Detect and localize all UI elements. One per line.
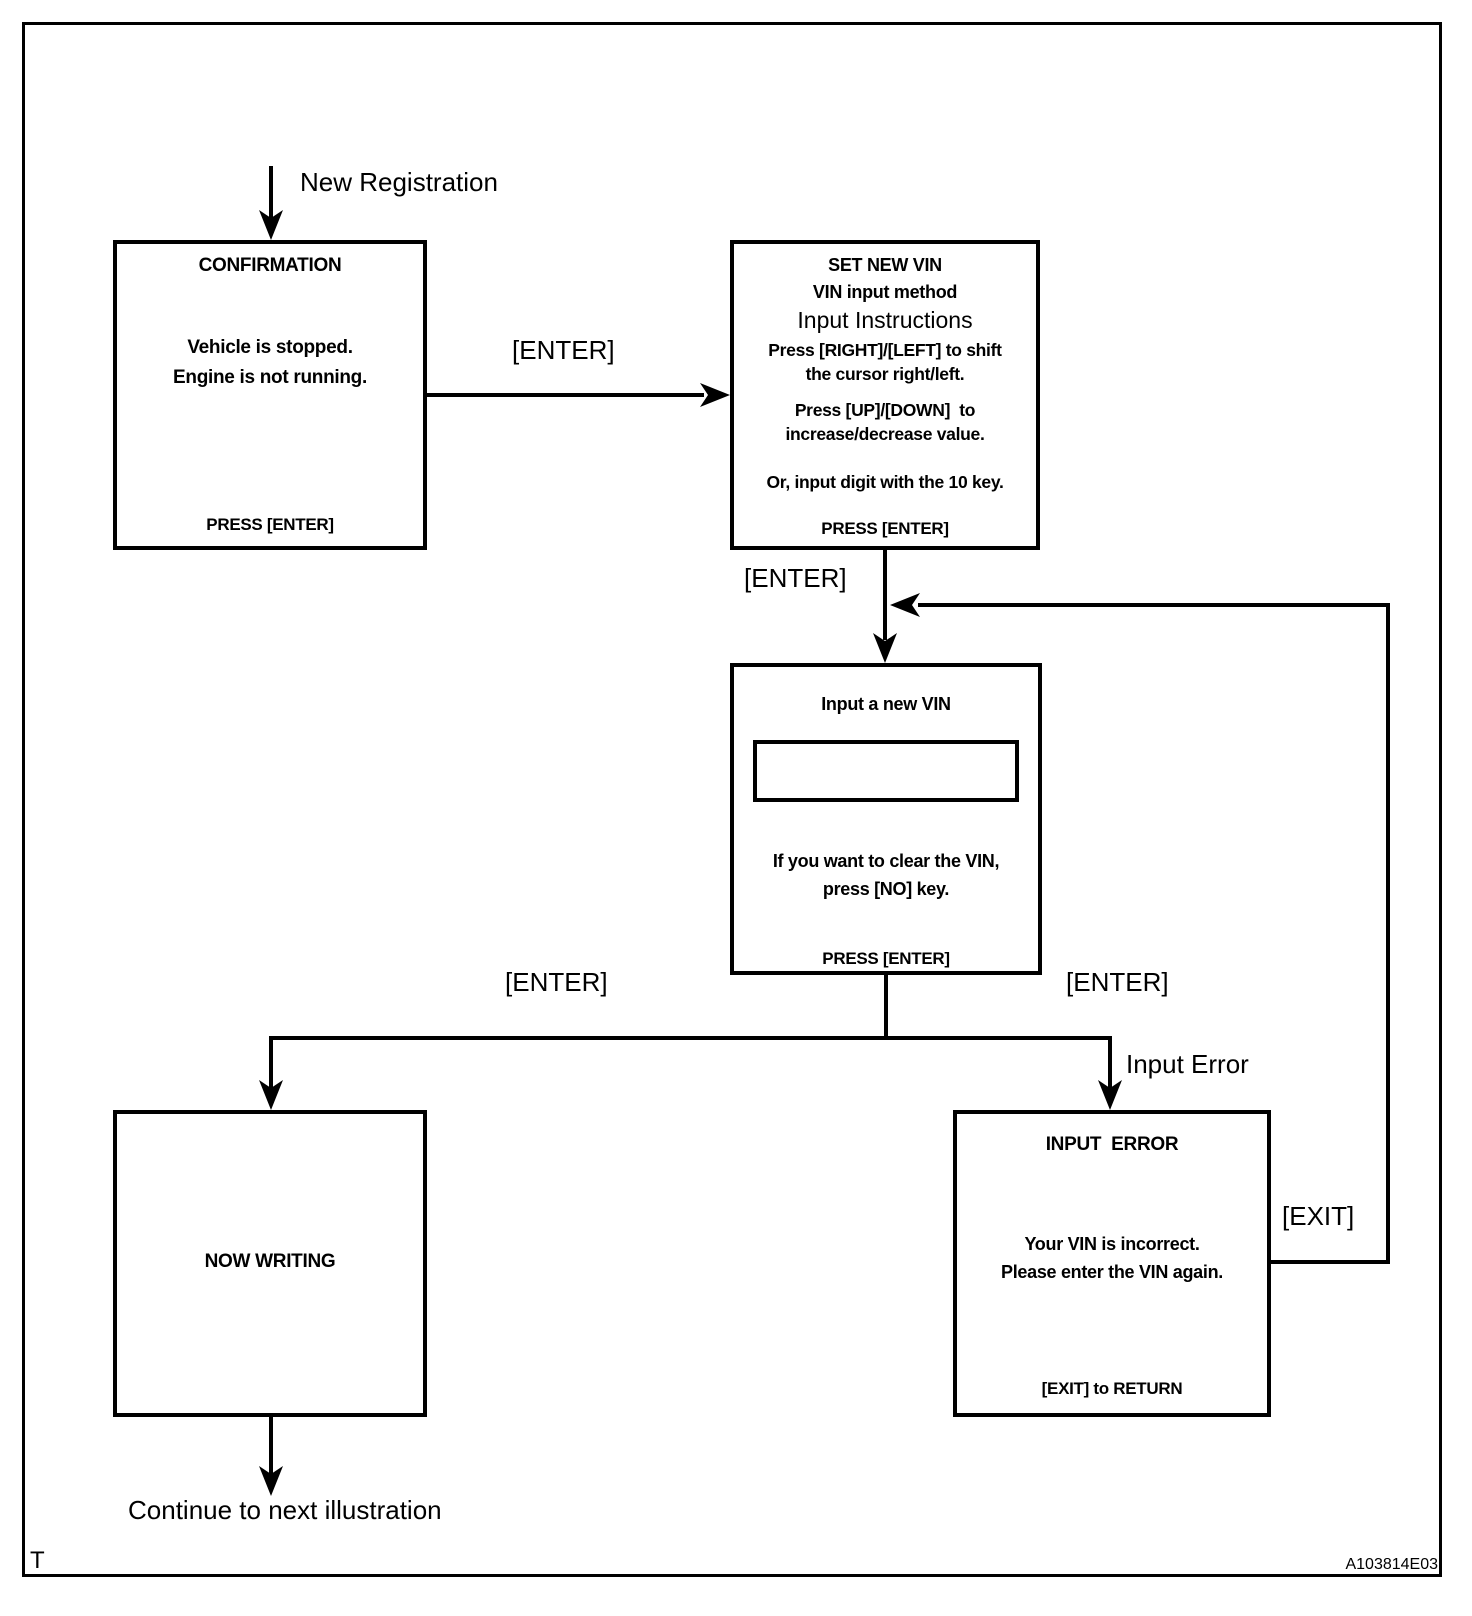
arrowhead-into-input-new-vin bbox=[873, 633, 897, 663]
label-input-error: Input Error bbox=[1126, 1049, 1249, 1079]
input-new-vin-title: Input a new VIN bbox=[821, 694, 951, 714]
figure-code: A103814E03 bbox=[1345, 1556, 1438, 1573]
input-error-footer: [EXIT] to RETURN bbox=[1041, 1379, 1183, 1398]
box-now-writing: NOW WRITING bbox=[113, 1110, 427, 1417]
confirmation-body-line1: Vehicle is stopped. bbox=[187, 337, 353, 358]
input-new-vin-note1: If you want to clear the VIN, bbox=[772, 851, 1000, 871]
vin-input-field bbox=[753, 740, 1019, 802]
label-enter-right: [ENTER] bbox=[1066, 967, 1169, 997]
box-input-error: INPUT ERROR Your VIN is incorrect. Pleas… bbox=[953, 1110, 1271, 1417]
branch-split-line bbox=[269, 973, 1112, 1096]
box-set-new-vin: SET NEW VIN VIN input method Input Instr… bbox=[730, 240, 1040, 550]
input-error-title: INPUT ERROR bbox=[1045, 1134, 1179, 1155]
exit-loop-line bbox=[918, 603, 1390, 1264]
set-new-vin-inst2: the cursor right/left. bbox=[805, 364, 965, 384]
confirmation-footer: PRESS [ENTER] bbox=[206, 515, 334, 534]
label-exit: [EXIT] bbox=[1282, 1201, 1355, 1231]
set-new-vin-title: SET NEW VIN bbox=[828, 255, 942, 275]
set-new-vin-heading: Input Instructions bbox=[797, 307, 973, 333]
now-writing-title: NOW WRITING bbox=[204, 1251, 336, 1272]
set-new-vin-inst1: Press [RIGHT]/[LEFT] to shift bbox=[768, 340, 1002, 360]
arrowhead-into-now-writing bbox=[259, 1080, 283, 1110]
corner-mark: T bbox=[30, 1547, 45, 1574]
set-new-vin-subtitle: VIN input method bbox=[812, 282, 958, 302]
set-new-vin-footer: PRESS [ENTER] bbox=[821, 519, 949, 538]
arrowhead-into-set-new-vin bbox=[700, 383, 730, 407]
label-continue-next: Continue to next illustration bbox=[128, 1495, 442, 1525]
input-error-body-line2: Please enter the VIN again. bbox=[1001, 1262, 1223, 1282]
label-enter-mid: [ENTER] bbox=[744, 563, 847, 593]
label-enter-top: [ENTER] bbox=[512, 335, 615, 365]
input-new-vin-footer: PRESS [ENTER] bbox=[822, 949, 950, 968]
confirmation-body-line2: Engine is not running. bbox=[173, 367, 367, 388]
set-new-vin-inst5: Or, input digit with the 10 key. bbox=[766, 472, 1004, 492]
arrowhead-exit-loop bbox=[890, 593, 920, 617]
set-new-vin-inst4: increase/decrease value. bbox=[785, 424, 985, 444]
arrowhead-into-confirmation bbox=[259, 210, 283, 240]
input-new-vin-note2: press [NO] key. bbox=[822, 879, 950, 899]
box-input-new-vin: Input a new VIN If you want to clear the… bbox=[730, 663, 1042, 975]
label-new-registration: New Registration bbox=[300, 167, 498, 197]
arrowhead-into-input-error bbox=[1098, 1080, 1122, 1110]
set-new-vin-inst3: Press [UP]/[DOWN] to bbox=[794, 400, 976, 420]
confirmation-title: CONFIRMATION bbox=[198, 255, 342, 276]
box-confirmation: CONFIRMATION Vehicle is stopped. Engine … bbox=[113, 240, 427, 550]
arrowhead-continue bbox=[259, 1466, 283, 1496]
label-enter-left: [ENTER] bbox=[505, 967, 608, 997]
input-error-body-line1: Your VIN is incorrect. bbox=[1024, 1234, 1200, 1254]
page-border bbox=[22, 22, 1442, 1577]
